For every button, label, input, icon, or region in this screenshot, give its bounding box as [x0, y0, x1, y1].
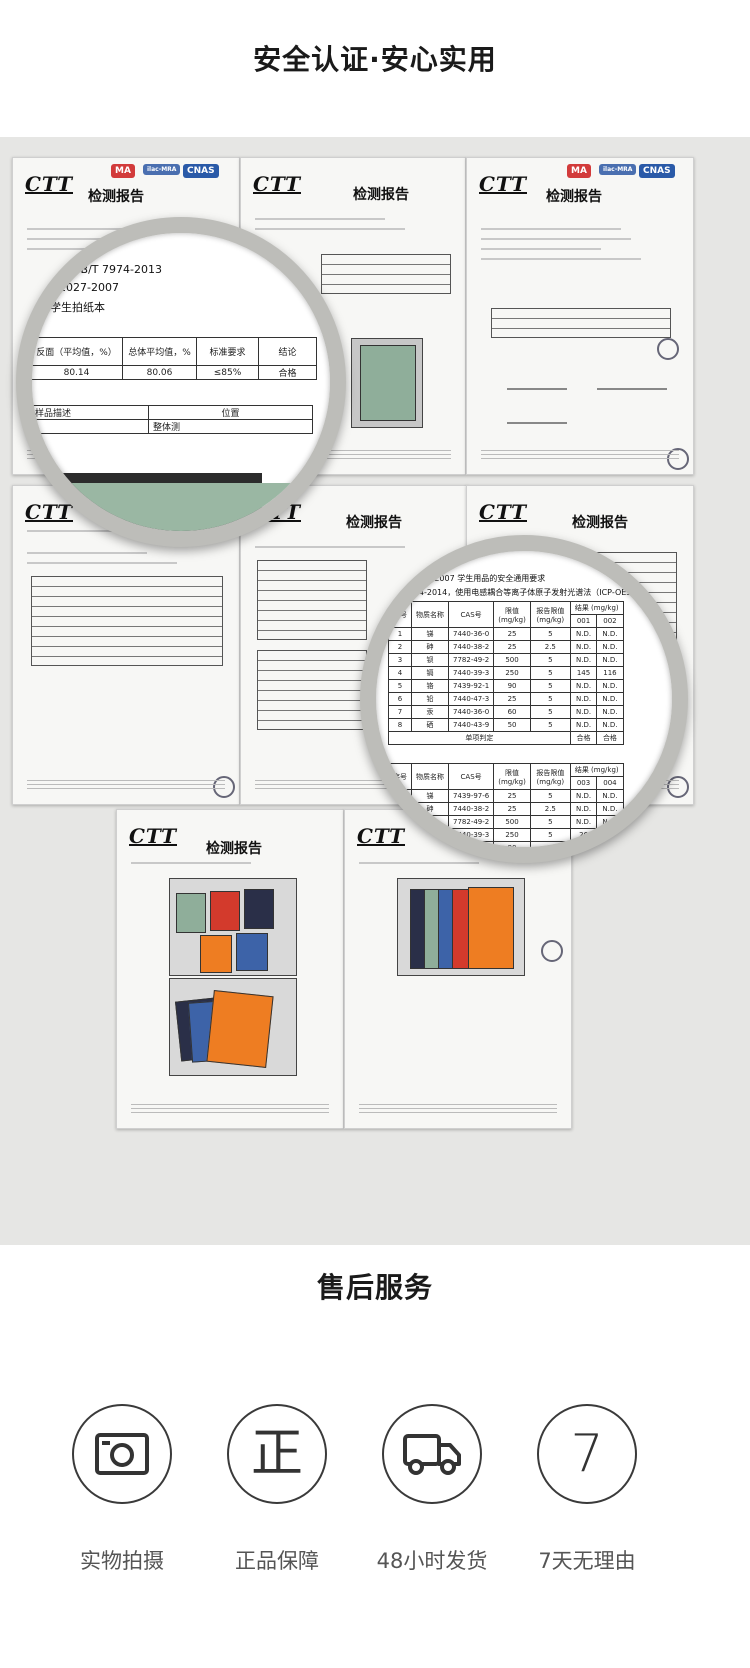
ctt-logo: CTT — [253, 172, 301, 196]
ma-badge: MA — [567, 164, 591, 178]
section-title-certification: 安全认证·安心实用 — [253, 43, 497, 76]
cnas-badge: CNAS — [183, 164, 219, 178]
ctt-logo: CTT — [479, 172, 527, 196]
ma-badge: MA — [111, 164, 135, 178]
service-label-camera: 实物拍摄 — [80, 1549, 164, 1573]
section-title-after-sales: 售后服务 — [316, 1271, 433, 1304]
lens1-standard-1: GB/T 7974-2013 — [72, 263, 162, 276]
ilac-badge: ilac-MRA — [599, 164, 637, 175]
lens2-table-b: 序号 物质名称 CAS号 限值(mg/kg) 报告限值(mg/kg) 结果 (m… — [388, 763, 624, 847]
report-title: 检测报告 — [206, 841, 262, 857]
report-title: 检测报告 — [353, 187, 409, 203]
lens1-result-table: 反面（平均值，%） 总体平均值，% 标准要求 结论 80.14 80.06 ≤8… — [32, 337, 317, 380]
genuine-icon: 正 — [250, 1424, 303, 1484]
ctt-logo: CTT — [129, 824, 177, 848]
service-seven-day: 7 — [537, 1404, 637, 1504]
service-label-seven-day: 7天无理由 — [538, 1549, 636, 1573]
certificate-collage: CTT MA ilac-MRA CNAS 检测报告 CTT 检测报告 CTT M… — [0, 137, 750, 1245]
service-genuine: 正 — [227, 1404, 327, 1504]
notebook-photo-bottom — [169, 978, 297, 1076]
report-title: 检测报告 — [346, 515, 402, 531]
cnas-badge: CNAS — [639, 164, 675, 178]
service-label-truck: 48小时发货 — [376, 1549, 488, 1573]
seven-day-icon: 7 — [570, 1424, 604, 1484]
lens1-standard-2: 21027-2007 — [52, 281, 119, 294]
lens2-table-a: 序号 物质名称 CAS号 限值(mg/kg) 报告限值(mg/kg) 结果 (m… — [388, 601, 624, 745]
notebook-photo-stack — [397, 878, 525, 976]
magnifier-lens-2: 21027-2007 学生用品的安全通用要求 5075.4-2014，使用电感耦… — [360, 535, 688, 863]
report-title: 检测报告 — [546, 189, 602, 205]
report-page-4: CTT — [12, 485, 240, 805]
lens2-heading-1: 21027-2007 学生用品的安全通用要求 — [406, 574, 546, 583]
service-camera — [72, 1404, 172, 1504]
report-title: 检测报告 — [572, 515, 628, 531]
ilac-badge: ilac-MRA — [143, 164, 181, 175]
notebook-photo-top — [169, 878, 297, 976]
lens1-product: 学生拍纸本 — [50, 301, 105, 314]
service-truck — [382, 1404, 482, 1504]
report-page-7: CTT 检测报告 — [116, 809, 344, 1129]
lens2-heading-2: 5075.4-2014，使用电感耦合等离子体原子发射光谱法（ICP-OES）分析… — [396, 588, 664, 597]
ctt-logo: CTT — [479, 500, 527, 524]
report-title: 检测报告 — [88, 189, 144, 205]
ctt-logo: CTT — [25, 172, 73, 196]
camera-icon — [95, 1433, 149, 1475]
magnifier-lens-1: GB/T 7974-2013 21027-2007 学生拍纸本 反面（平均值，%… — [16, 217, 346, 547]
lens1-sample-table: 样品描述 位置 整体测 — [32, 405, 313, 434]
truck-icon — [403, 1434, 461, 1475]
service-label-genuine: 正品保障 — [235, 1549, 319, 1573]
report-page-3: CTT MA ilac-MRA CNAS 检测报告 — [466, 157, 694, 475]
